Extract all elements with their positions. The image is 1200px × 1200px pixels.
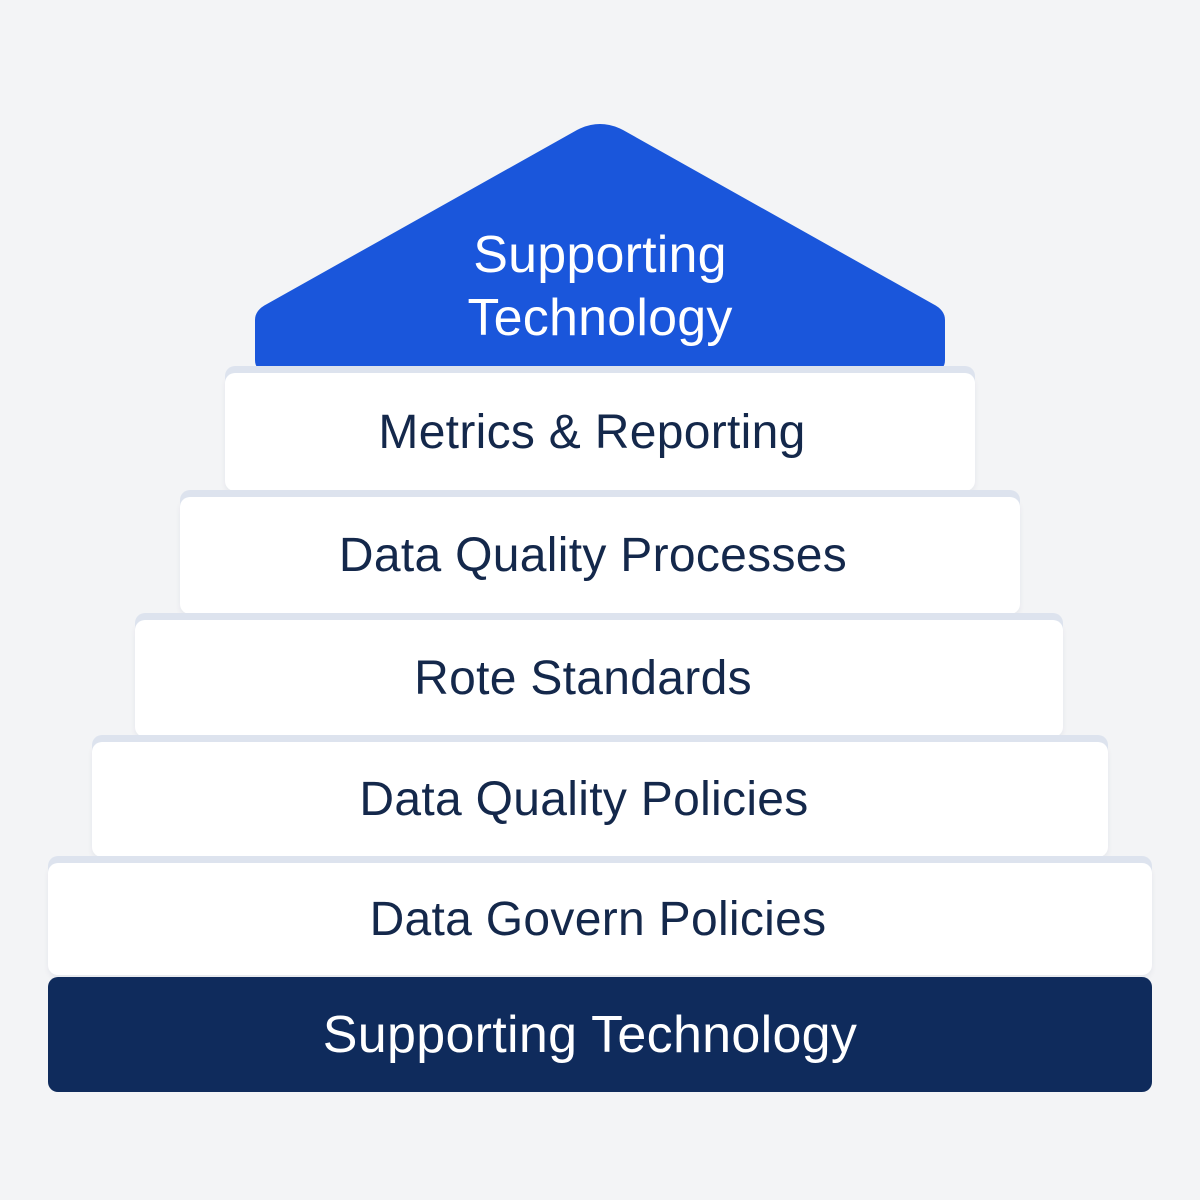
tier-label: Metrics & Reporting <box>378 405 806 459</box>
tier-label: Rote Standards <box>414 652 752 705</box>
tier-supporting-technology-base: Supporting Technology <box>48 977 1152 1092</box>
tier-data-govern-policies: Data Govern Policies <box>48 863 1152 975</box>
tier-rote-standards: Rote Standards <box>135 620 1063 737</box>
tier-metrics-reporting: Metrics & Reporting <box>225 373 975 491</box>
tier-base-label: Supporting Technology <box>322 1005 858 1064</box>
apex-label: Supporting Technology <box>255 224 945 350</box>
tier-data-quality-policies: Data Quality Policies <box>92 742 1108 857</box>
tier-label: Data Quality Policies <box>359 773 809 826</box>
tier-label: Data Govern Policies <box>369 892 827 946</box>
apex-label-line1: Supporting <box>473 226 727 284</box>
apex-triangle <box>255 124 945 370</box>
tier-label: Data Quality Processes <box>338 529 848 582</box>
tier-data-quality-processes: Data Quality Processes <box>180 497 1020 614</box>
apex-label-line2: Technology <box>467 289 733 347</box>
